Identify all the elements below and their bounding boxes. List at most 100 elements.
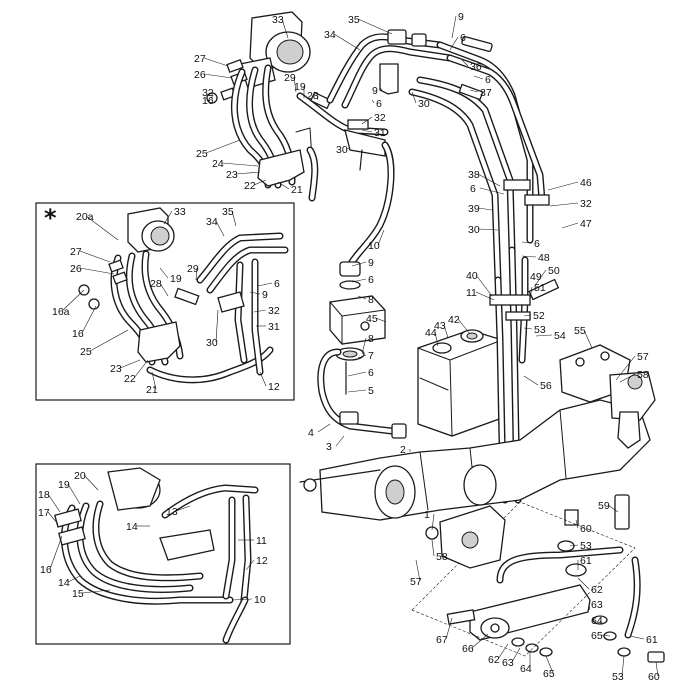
- part-callout-62: 62: [488, 654, 500, 666]
- callout-leader-line: [523, 375, 539, 386]
- part-callout-64: 64: [591, 615, 603, 627]
- part-callout-6: 6: [274, 278, 280, 290]
- callout-leader-line: [215, 309, 219, 343]
- part-callout-20: 20: [74, 470, 86, 482]
- callout-leader-line: [357, 295, 367, 300]
- callout-leader-line: [347, 371, 367, 377]
- bracket-58: [425, 505, 506, 569]
- callout-leader-line: [411, 91, 417, 104]
- part-callout-32: 32: [374, 112, 386, 124]
- rigid-pipes-36-37: [408, 36, 550, 284]
- callout-leader-line: [316, 94, 319, 101]
- callout-leader-line: [549, 202, 579, 207]
- part-callout-3: 3: [326, 441, 332, 453]
- callout-leader-line: [445, 617, 453, 640]
- callout-leader-line: [231, 598, 253, 601]
- part-callout-11: 11: [466, 287, 477, 299]
- callout-leader-line: [523, 314, 532, 317]
- part-callout-65: 65: [591, 630, 603, 642]
- part-callout-14: 14: [126, 521, 138, 533]
- part-callout-54: 54: [554, 330, 566, 342]
- part-callout-9: 9: [372, 85, 378, 97]
- part-callout-61: 61: [580, 555, 592, 567]
- callout-leader-line: [361, 129, 373, 133]
- part-callout-32: 32: [268, 305, 280, 317]
- callout-leader-line: [195, 267, 198, 281]
- part-callout-8: 8: [368, 294, 374, 306]
- callout-leader-line: [151, 371, 157, 390]
- callout-leader-line: [475, 274, 493, 297]
- part-callout-34: 34: [324, 29, 336, 41]
- callout-leader-line: [457, 318, 471, 335]
- part-callout-23: 23: [110, 363, 122, 375]
- part-callout-17: 17: [38, 507, 50, 519]
- callout-leader-line: [451, 15, 457, 39]
- part-callout-30: 30: [336, 144, 348, 156]
- callout-leader-line: [235, 171, 261, 175]
- callout-leader-line: [547, 181, 579, 191]
- callout-leader-line: [281, 18, 289, 39]
- bracket-21: [257, 127, 319, 202]
- part-callout-33: 33: [272, 14, 284, 26]
- callout-leader-line: [347, 389, 367, 393]
- part-callout-59: 59: [598, 500, 610, 512]
- callout-leader-line: [583, 329, 593, 349]
- callout-leader-line: [475, 291, 495, 301]
- part-callout-43: 43: [434, 320, 446, 332]
- axle-housing: [299, 399, 651, 521]
- part-callout-25: 25: [196, 148, 208, 160]
- part-callout-6: 6: [485, 74, 491, 86]
- part-callout-32: 32: [580, 198, 592, 210]
- part-callout-16: 16: [40, 564, 52, 576]
- callout-leader-line: [477, 228, 499, 231]
- callout-leader-line: [461, 59, 469, 67]
- part-callout-53: 53: [612, 671, 624, 683]
- part-callout-67: 67: [436, 634, 448, 646]
- part-callout-20a: 20a: [76, 211, 94, 223]
- callout-leader-line: [431, 513, 435, 531]
- callout-leader-line: [351, 261, 367, 267]
- callout-leader-line: [249, 291, 261, 295]
- callout-leader-line: [259, 371, 267, 387]
- callout-leader-line: [205, 139, 241, 154]
- part-callout-61: 61: [646, 634, 658, 646]
- reservoir-tank-44: [417, 329, 503, 437]
- part-callout-32: 32: [202, 87, 214, 99]
- callout-leader-line: [253, 309, 267, 313]
- part-callout-40: 40: [466, 270, 478, 282]
- callout-leader-line: [361, 337, 367, 355]
- inset-bottom: [35, 463, 291, 645]
- part-callout-30: 30: [418, 98, 430, 110]
- callout-leader-line: [345, 147, 351, 150]
- callout-leader-line: [479, 187, 505, 195]
- part-callout-38: 38: [468, 169, 480, 181]
- part-callout-23: 23: [226, 169, 238, 181]
- part-callout-57: 57: [410, 576, 422, 588]
- part-callout-58: 58: [436, 551, 448, 563]
- part-callout-6: 6: [470, 183, 476, 195]
- callout-leader-line: [434, 331, 439, 347]
- part-callout-29: 29: [187, 263, 199, 275]
- callout-leader-line: [203, 73, 233, 79]
- filter-housing-45: [329, 295, 386, 395]
- inset-top: *: [35, 202, 295, 401]
- callout-leader-line: [163, 210, 173, 225]
- part-callout-58: 58: [637, 369, 649, 381]
- callout-leader-line: [577, 577, 590, 590]
- part-callout-64: 64: [520, 663, 532, 675]
- steering-knuckle-55: [559, 344, 656, 449]
- part-callout-35: 35: [348, 14, 360, 26]
- part-callout-12: 12: [256, 555, 268, 567]
- part-callout-33: 33: [174, 206, 186, 218]
- callout-leader-line: [175, 505, 191, 512]
- callout-leader-line: [67, 575, 81, 583]
- part-callout-46: 46: [580, 177, 592, 189]
- callout-leader-line: [529, 286, 533, 301]
- callout-leader-line: [471, 633, 489, 649]
- part-callout-39: 39: [468, 203, 480, 215]
- callout-leader-line: [49, 535, 63, 570]
- part-callout-13: 13: [166, 506, 178, 518]
- callout-leader-line: [511, 647, 521, 663]
- clamp-30: [344, 129, 386, 171]
